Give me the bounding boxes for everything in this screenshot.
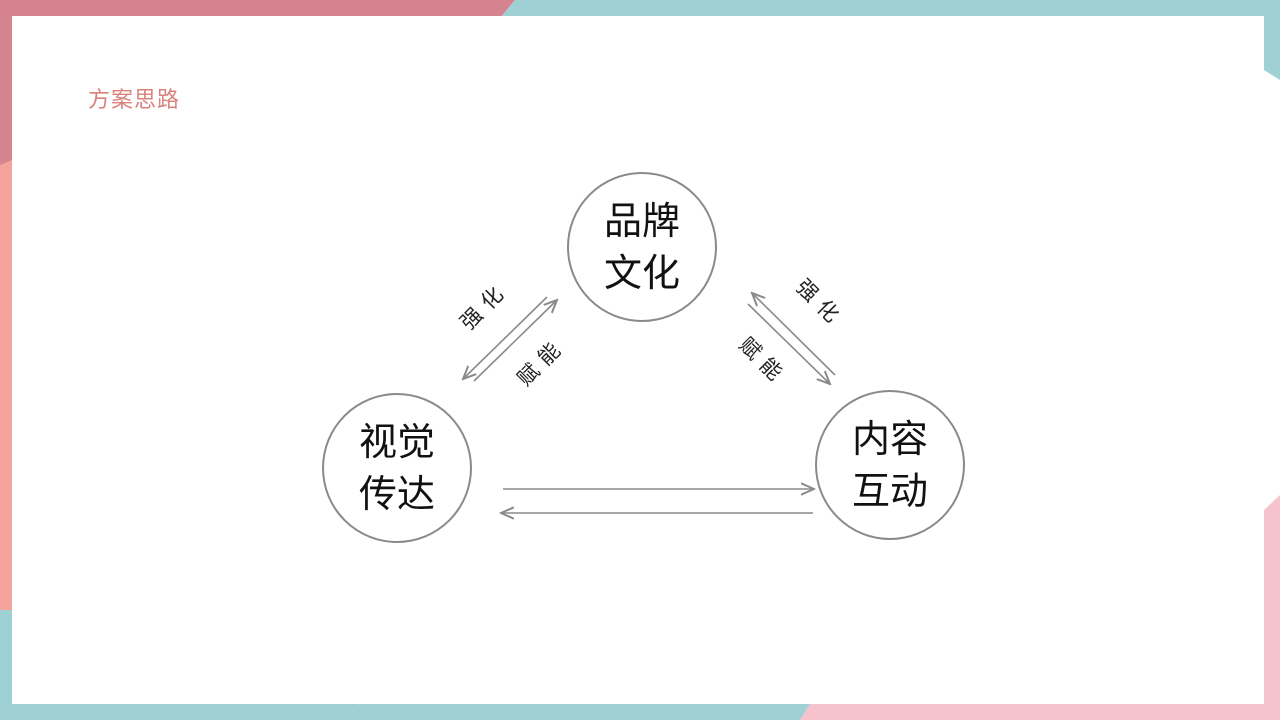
arrow-content-to-brand [752,293,836,376]
node-brand-line1: 品牌 [603,199,680,243]
corner-teal-bottom-mid [340,704,810,720]
node-content-line1: 内容 [851,417,928,461]
arrow-visual-to-brand [473,300,557,382]
node-content-line2: 互动 [851,469,928,513]
slide-title: 方案思路 [88,88,181,113]
slide-card [12,16,1264,704]
node-brand-culture: 品牌 文化 [567,172,717,322]
node-visual-line1: 视觉 [358,420,435,464]
arrow-brand-to-content [747,303,830,384]
node-visual-communication: 视觉 传达 [322,393,472,543]
arrow-brand-to-visual [463,296,548,379]
node-content-interaction: 内容 互动 [815,390,965,540]
corner-salmon-left [0,160,12,615]
node-visual-line2: 传达 [358,472,435,516]
corner-teal-bottom-left [0,610,360,720]
node-brand-line2: 文化 [603,251,680,295]
